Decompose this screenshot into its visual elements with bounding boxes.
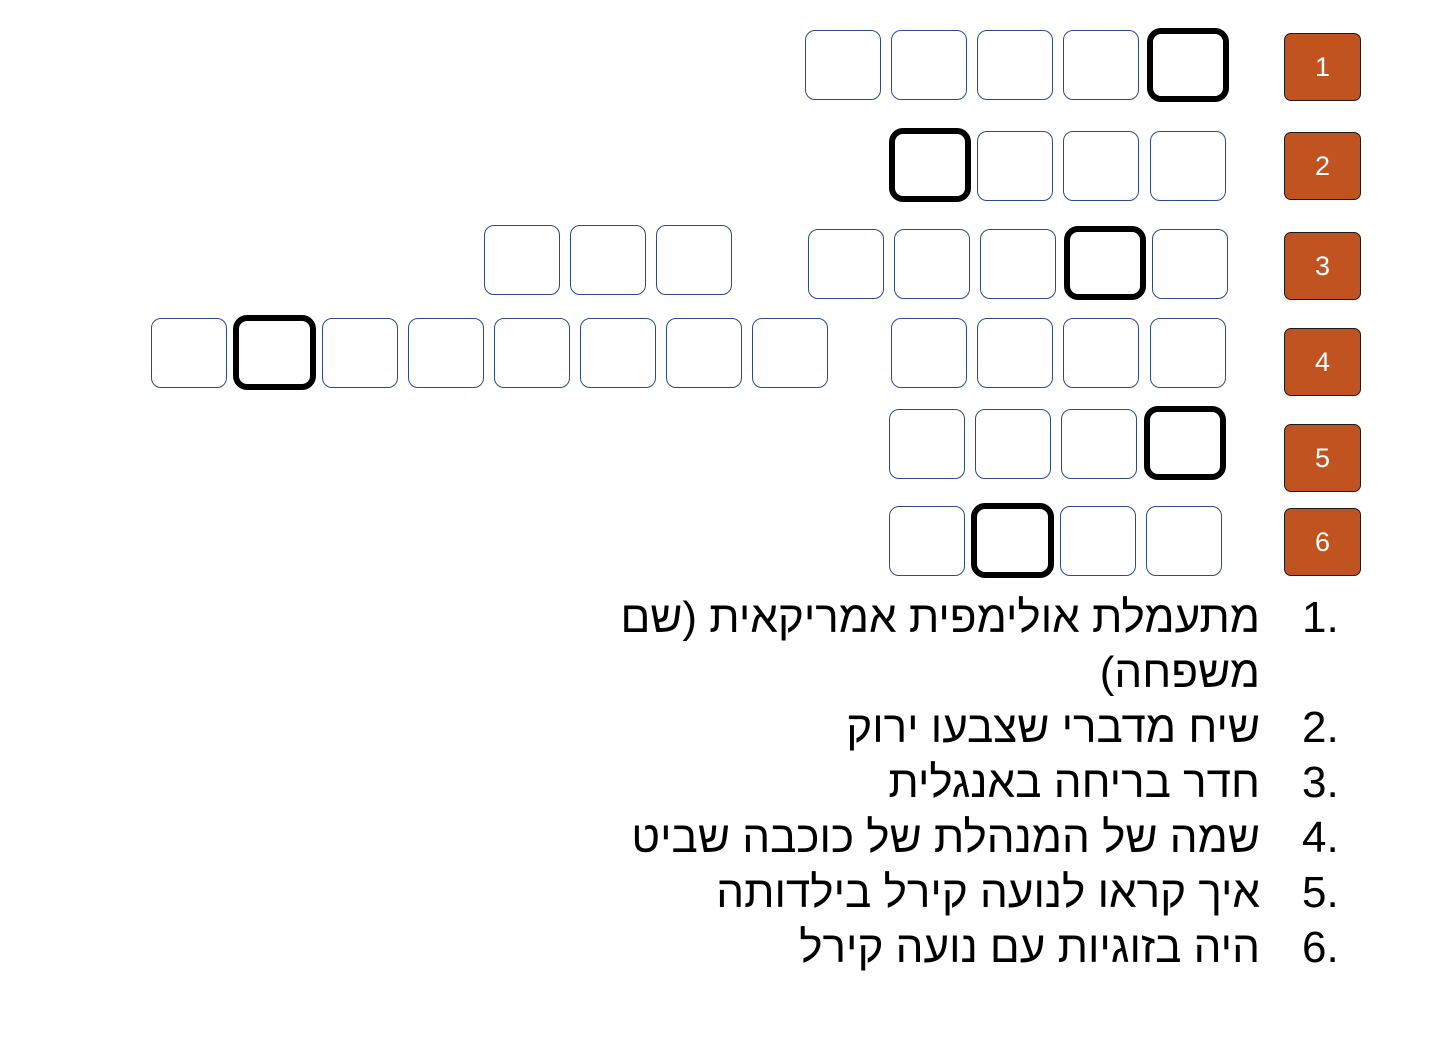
clue-index: 5. [1302, 868, 1339, 917]
crossword-cell[interactable] [1150, 131, 1226, 201]
clue-text: היה בזוגיות עם נועה קירל [799, 923, 1260, 972]
row-number-1: 1 [1284, 33, 1361, 101]
key-letter-cell[interactable] [1147, 28, 1229, 102]
clue-text: איך קראו לנועה קירל בילדותה [716, 868, 1260, 917]
crossword-cell[interactable] [484, 225, 560, 295]
clue-item: 2. שיח מדברי שצבעו ירוק [540, 700, 1360, 755]
clue-text: שיח מדברי שצבעו ירוק [846, 703, 1260, 752]
row-number-2: 2 [1284, 132, 1361, 200]
crossword-cell[interactable] [494, 318, 570, 388]
row-number-4: 4 [1284, 328, 1361, 396]
key-letter-cell[interactable] [233, 315, 316, 390]
crossword-cell[interactable] [408, 318, 484, 388]
crossword-cell[interactable] [666, 318, 742, 388]
crossword-cell[interactable] [1063, 30, 1139, 100]
crossword-cell[interactable] [889, 506, 965, 576]
clue-item: 1. מתעמלת אולימפית אמריקאית (שם משפחה) [540, 590, 1360, 700]
crossword-cell[interactable] [1152, 229, 1228, 299]
clue-item: 4. שמה של המנהלת של כוכבה שביט [540, 810, 1360, 865]
clue-index: 2. [1302, 703, 1339, 752]
crossword-cell[interactable] [891, 318, 967, 388]
crossword-cell[interactable] [977, 131, 1053, 201]
crossword-cell[interactable] [1063, 318, 1139, 388]
crossword-cell[interactable] [580, 318, 656, 388]
crossword-cell[interactable] [570, 225, 646, 295]
clue-item: 5. איך קראו לנועה קירל בילדותה [540, 865, 1360, 920]
row-number-6: 6 [1284, 508, 1361, 576]
crossword-cell[interactable] [977, 318, 1053, 388]
clue-list: 1. מתעמלת אולימפית אמריקאית (שם משפחה) 2.… [540, 590, 1360, 975]
clue-index: 6. [1302, 923, 1339, 972]
crossword-cell[interactable] [322, 318, 398, 388]
crossword-cell[interactable] [805, 30, 881, 100]
crossword-cell[interactable] [980, 229, 1056, 299]
crossword-cell[interactable] [1061, 409, 1137, 479]
crossword-cell[interactable] [808, 229, 884, 299]
row-number-5: 5 [1284, 424, 1361, 492]
crossword-cell[interactable] [752, 318, 828, 388]
clue-index: 4. [1302, 813, 1339, 862]
crossword-cell[interactable] [1150, 318, 1226, 388]
key-letter-cell[interactable] [971, 503, 1054, 578]
crossword-cell[interactable] [151, 318, 227, 388]
clue-item: 6. היה בזוגיות עם נועה קירל [540, 920, 1360, 975]
clue-text: חדר בריחה באנגלית [888, 758, 1260, 807]
clue-index: 3. [1302, 758, 1339, 807]
crossword-cell[interactable] [1060, 506, 1136, 576]
clue-text: מתעמלת אולימפית אמריקאית (שם משפחה) [620, 593, 1260, 697]
crossword-cell[interactable] [894, 229, 970, 299]
key-letter-cell[interactable] [1064, 226, 1146, 300]
key-letter-cell[interactable] [889, 128, 971, 202]
crossword-cell[interactable] [1063, 131, 1139, 201]
crossword-cell[interactable] [977, 30, 1053, 100]
crossword-cell[interactable] [656, 225, 732, 295]
clue-item: 3. חדר בריחה באנגלית [540, 755, 1360, 810]
crossword-cell[interactable] [891, 30, 967, 100]
crossword-cell[interactable] [889, 409, 965, 479]
clue-index: 1. [1302, 593, 1339, 642]
crossword-cell[interactable] [1146, 506, 1222, 576]
key-letter-cell[interactable] [1144, 406, 1226, 480]
crossword-cell[interactable] [975, 409, 1051, 479]
row-number-3: 3 [1284, 232, 1361, 300]
clue-text: שמה של המנהלת של כוכבה שביט [631, 813, 1260, 862]
